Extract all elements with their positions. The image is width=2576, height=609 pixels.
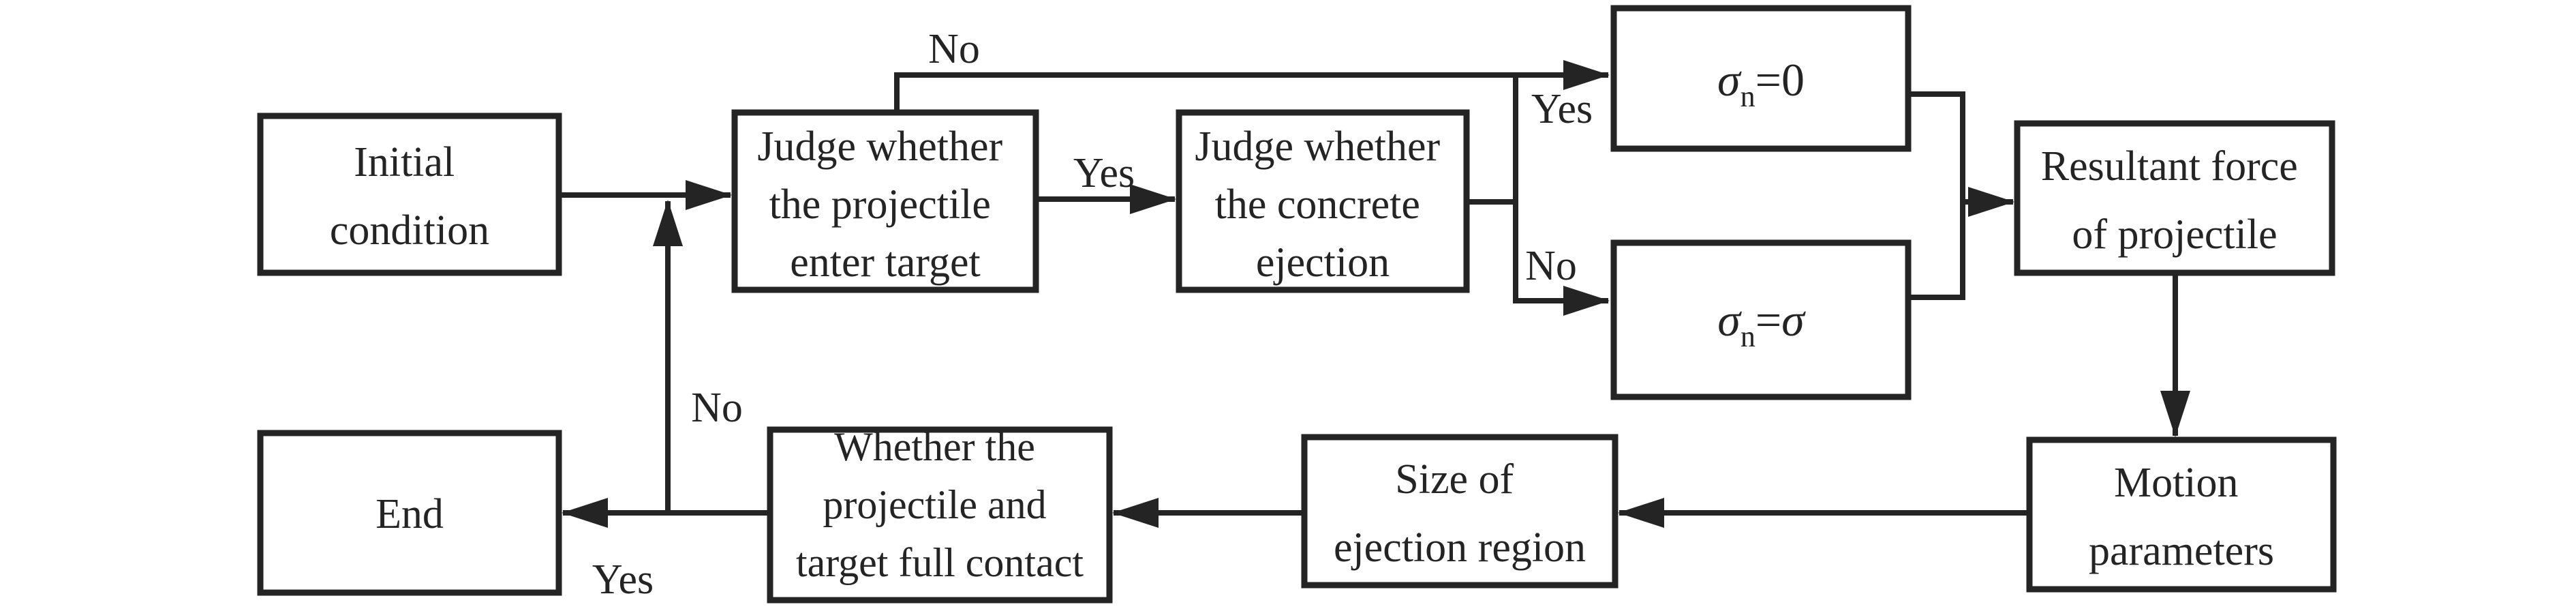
node-judge-ejection-box [1176,109,1470,293]
node-initial-box [257,113,562,276]
node-judge-enter-box [731,109,1039,293]
node-motion-label: Motion parameters [2089,460,2274,574]
node-judge-ejection-label: Judge whether the concrete ejection [1195,123,1450,286]
node-motion-box [2026,436,2337,593]
node-contact-box [767,426,1113,604]
edge-label-yes-enter: Yes [1073,150,1135,196]
node-judge-enter-label: Judge whether the projectile enter targe… [757,123,1013,286]
edge-no-top-judge-enter-to-sigma-zero [894,60,1610,113]
node-sigma-full-box [1610,239,1912,400]
node-resultant-label: Resultant force of projectile [2041,143,2309,258]
edge-label-yes-end: Yes [592,556,654,603]
node-initial-label: Initial condition [330,139,489,254]
edge-label-no-top: No [928,26,980,72]
node-sigma-full-label: σn=σ [1717,294,1806,353]
node-end-box [257,430,562,596]
edge-branch-judge-ejection-to-sigma-boxes [1467,75,1608,301]
node-sigma-zero-label: σn=0 [1717,54,1805,113]
node-size-label: Size of ejection region [1334,456,1586,571]
edge-label-no-feedback: No [691,385,743,431]
node-resultant-box [2014,120,2335,276]
edge-label-no-branch: No [1525,243,1577,289]
edge-merge-bracket-sigma-outputs [1908,91,1965,300]
node-contact-label: Whether the projectile and target full c… [796,424,1084,585]
edge-label-yes-branch: Yes [1531,86,1593,132]
node-sigma-zero-box [1610,5,1912,152]
node-size-box [1301,434,1619,589]
node-end-label: End [375,491,444,537]
